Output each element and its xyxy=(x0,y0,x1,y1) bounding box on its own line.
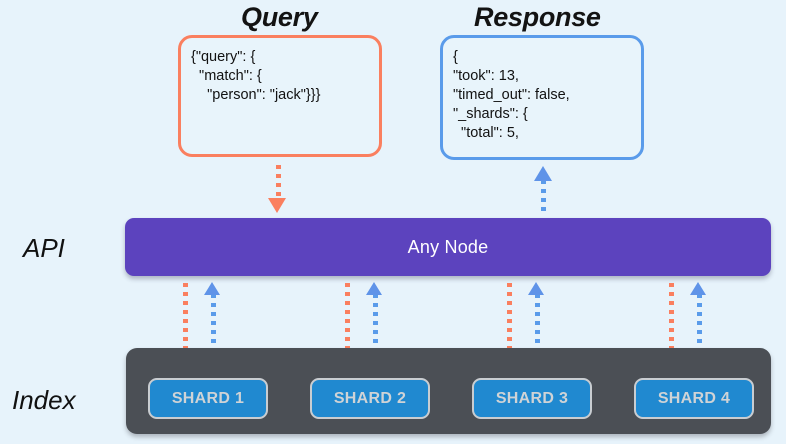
shard-box-4[interactable]: SHARD 4 xyxy=(634,378,754,419)
row-label-index: Index xyxy=(12,385,76,415)
response-json-box: { "took": 13, "timed_out": false, "_shar… xyxy=(440,35,644,160)
connector-api-to-shard-1-line xyxy=(183,283,188,351)
connector-shard-1-to-api-arrow-icon xyxy=(204,282,220,295)
response-json-text: { "took": 13, "timed_out": false, "_shar… xyxy=(453,49,570,141)
query-json-box: {"query": { "match": { "person": "jack"}… xyxy=(178,35,382,157)
connector-shard-2-to-api-arrow-icon xyxy=(366,282,382,295)
connector-shard-1-to-api-line xyxy=(211,294,216,370)
shard-label-3: SHARD 3 xyxy=(495,389,569,407)
shard-label-1: SHARD 1 xyxy=(171,389,245,407)
shard-label-2: SHARD 2 xyxy=(333,389,407,407)
connector-shard-3-to-api-line xyxy=(535,294,540,370)
response-panel-title: Response xyxy=(474,2,601,32)
shard-box-3[interactable]: SHARD 3 xyxy=(472,378,592,419)
connector-api-to-response-arrow-icon xyxy=(534,166,552,181)
query-json-text: {"query": { "match": { "person": "jack"}… xyxy=(191,49,321,103)
connector-shard-3-to-api-arrow-icon xyxy=(528,282,544,295)
connector-shard-2-to-api-line xyxy=(373,294,378,370)
query-panel-title: Query xyxy=(241,2,318,32)
connector-api-to-shard-3-line xyxy=(507,283,512,351)
connector-api-to-shard-2-line xyxy=(345,283,350,351)
shard-label-4: SHARD 4 xyxy=(657,389,731,407)
connector-api-to-response-line xyxy=(541,180,546,216)
connector-shard-4-to-api-arrow-icon xyxy=(690,282,706,295)
connector-shard-4-to-api-line xyxy=(697,294,702,370)
api-any-node-label: Any Node xyxy=(407,236,489,257)
row-label-api: API xyxy=(23,233,65,263)
connector-api-to-shard-4-line xyxy=(669,283,674,351)
api-any-node-bar[interactable]: Any Node xyxy=(125,218,771,276)
connector-query-to-api-line xyxy=(276,165,281,201)
shard-box-2[interactable]: SHARD 2 xyxy=(310,378,430,419)
shard-box-1[interactable]: SHARD 1 xyxy=(148,378,268,419)
connector-query-to-api-arrow-icon xyxy=(268,198,286,213)
